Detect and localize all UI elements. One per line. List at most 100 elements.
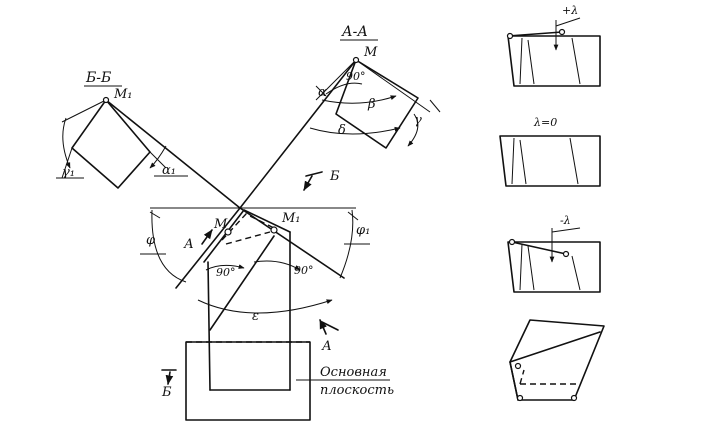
section-aa-gamma-tick [429,99,441,113]
section-aa-title: А-А [341,24,368,40]
tool-tip-outline [203,209,291,263]
base-plane: Основная плоскость [185,341,394,421]
minus-lambda-point-right [562,250,570,258]
tool-3d-point-1 [514,362,522,370]
section-bb-label-m1: M₁ [113,87,133,102]
plus-lambda-point-left [506,32,514,40]
minus-lambda-inner-1 [519,243,523,291]
epsilon-arc [197,299,333,314]
label-epsilon: ε [252,309,259,324]
label-b-upper: Б [329,169,340,184]
label-phi1: φ₁ [356,223,370,238]
lambda-zero-inner-1 [511,137,515,185]
main-cutting-edge-ext [175,207,241,289]
section-bb-ext-line [61,99,107,123]
section-aa-label-delta: δ [338,123,346,138]
aux-cutting-edge-ext [239,207,345,279]
section-bb-hatched-profile [71,99,151,189]
cut-arrow-b-upper-arrow [303,175,313,191]
label-b-lower: Б [161,385,172,400]
plus-lambda-point-right [558,28,566,36]
section-bb-trace-line [105,99,241,209]
section-aa-90-arc [325,82,363,95]
cut-arrow-a-left [201,229,213,245]
phi-arc-outer [151,209,187,283]
plus-lambda-inner-1 [519,37,523,85]
plus-lambda-leader [555,17,581,27]
plan-view: φ φ₁ M M₁ 90° 90° ε [140,207,370,391]
label-m-center: M [213,217,228,232]
minus-lambda-edge [511,241,567,255]
section-aa: А-А M 90° α β δ γ [239,24,441,209]
section-bb-title: Б-Б [85,70,111,86]
tool-3d-sketch [509,319,605,402]
cut-arrow-b-lower-arrow [165,371,174,385]
label-minus-lambda: -λ [560,214,571,227]
section-aa-label-beta: β [367,97,376,112]
plus-lambda-body [507,35,601,87]
section-bb-label-gamma1: γ₁ [62,165,75,180]
minus-lambda-point-left [508,238,516,246]
cut-arrow-a-right [319,319,327,335]
label-90-left: 90° [216,266,236,279]
section-bb-gamma1-arc [62,117,71,169]
cut-arrow-b-upper-line [305,171,323,177]
point-m [224,228,232,236]
tool-3d-outline [509,319,605,401]
label-a-right: А [321,339,332,354]
base-plane-label-1: Основная [320,365,387,380]
label-plus-lambda: +λ [562,4,578,17]
section-aa-trace-line [239,59,357,209]
minus-lambda-leader [551,227,581,233]
label-phi: φ [146,233,156,248]
minus-lambda-inner-2 [527,245,535,291]
lambda-zero-body [499,135,601,187]
phi-tick-top [149,211,161,219]
section-aa-ext-line-right [355,59,431,113]
base-plane-label-2: плоскость [320,383,394,398]
section-aa-label-m: M [363,45,378,60]
tool-3d-point-2 [516,394,524,402]
section-aa-beta-arc [321,95,397,104]
section-aa-label-gamma: γ [414,113,422,128]
section-aa-delta-arc [309,126,401,135]
lambda-zero-inner-3 [569,137,579,185]
section-bb-alpha-leg [149,151,167,169]
section-bb: Б-Б M₁ γ₁ α₁ [56,70,241,209]
angle90-left-arc [205,264,245,271]
label-m1-center: M₁ [281,211,301,226]
section-aa-point-m [352,56,360,64]
tool-body-left [207,261,211,391]
tool-3d-left-edge [509,361,519,401]
cut-arrow-b-upper: Б [303,169,340,191]
case-plus-lambda: +λ [506,4,601,87]
tool-tip-dashed-cross [225,231,271,245]
tool-body-diagonal [209,235,275,331]
angle90-right-arc [253,260,301,271]
tool-3d-point-3 [570,394,578,402]
phi1-tick-top [347,211,359,221]
plus-lambda-inner-2 [527,39,535,85]
case-lambda-zero: λ=0 [499,116,601,187]
plus-lambda-inner-3 [571,37,581,85]
section-aa-hatched-profile [335,59,419,149]
section-bb-point-m1 [102,96,110,104]
section-aa-label-90: 90° [346,70,366,83]
label-lambda-zero: λ=0 [533,116,557,129]
lambda-zero-inner-2 [519,139,527,185]
tool-tip-dashed [221,213,275,241]
plus-lambda-edge [507,31,563,37]
cut-arrows-a: А А [183,229,339,354]
section-aa-gamma-arc [407,113,419,147]
minus-lambda-inner-3 [571,255,581,291]
case-minus-lambda: -λ [507,214,601,293]
section-bb-label-alpha1: α₁ [162,163,176,178]
section-bb-alpha1-arc [149,145,167,169]
label-90-right: 90° [294,264,314,277]
tool-3d-dashed-side [519,369,525,385]
section-aa-label-alpha: α [318,85,327,100]
minus-lambda-body [507,241,601,293]
tool-3d-top-edge [509,331,601,363]
